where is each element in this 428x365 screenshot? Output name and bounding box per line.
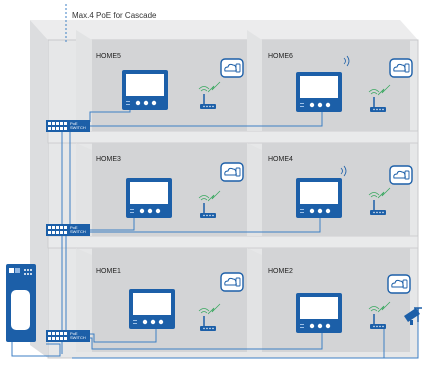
smartphone-cloud-icon — [220, 272, 244, 292]
switch-label-line1: PoE — [70, 331, 78, 336]
outdoor-door-station-icon — [6, 264, 36, 342]
floor-slab — [47, 235, 419, 249]
cascade-note: Max.4 PoE for Cascade — [72, 11, 157, 20]
indoor-monitor-icon — [296, 72, 342, 112]
home-label-home1: HOME1 — [96, 268, 121, 275]
home-label-home3: HOME3 — [96, 156, 121, 163]
cctv-camera-icon — [404, 307, 422, 325]
room-home5 — [76, 30, 247, 131]
poe-switch-label: PoE SWITCH — [70, 122, 86, 130]
smartphone-cloud-icon — [389, 58, 413, 78]
smartphone-cloud-icon — [220, 58, 244, 78]
switch-label-line2: SWITCH — [70, 125, 86, 130]
wireless-link-icon — [207, 81, 391, 315]
roof — [30, 20, 418, 40]
network-cables — [11, 107, 419, 359]
smartphone-cloud-icon — [387, 274, 411, 294]
indoor-monitor-icon — [126, 178, 172, 218]
smartphone-cloud-icon — [389, 165, 413, 185]
home-label-home4: HOME4 — [268, 156, 293, 163]
switch-label-line1: PoE — [70, 225, 78, 230]
indoor-monitor-icon — [296, 178, 342, 218]
home-label-home6: HOME6 — [268, 53, 293, 60]
indoor-monitor-icon — [296, 293, 342, 333]
home-label-home2: HOME2 — [268, 268, 293, 275]
floor-slab — [47, 130, 419, 144]
poe-switch-label: PoE SWITCH — [70, 226, 86, 234]
switch-label-line2: SWITCH — [70, 335, 86, 340]
switch-label-line1: PoE — [70, 121, 78, 126]
smartphone-cloud-icon — [220, 162, 244, 182]
indoor-monitor-icon — [129, 289, 175, 329]
home-label-home5: HOME5 — [96, 53, 121, 60]
poe-switch-label: PoE SWITCH — [70, 332, 86, 340]
indoor-monitor-icon — [122, 70, 168, 110]
switch-label-line2: SWITCH — [70, 229, 86, 234]
wifi-signal-icon — [340, 55, 350, 177]
